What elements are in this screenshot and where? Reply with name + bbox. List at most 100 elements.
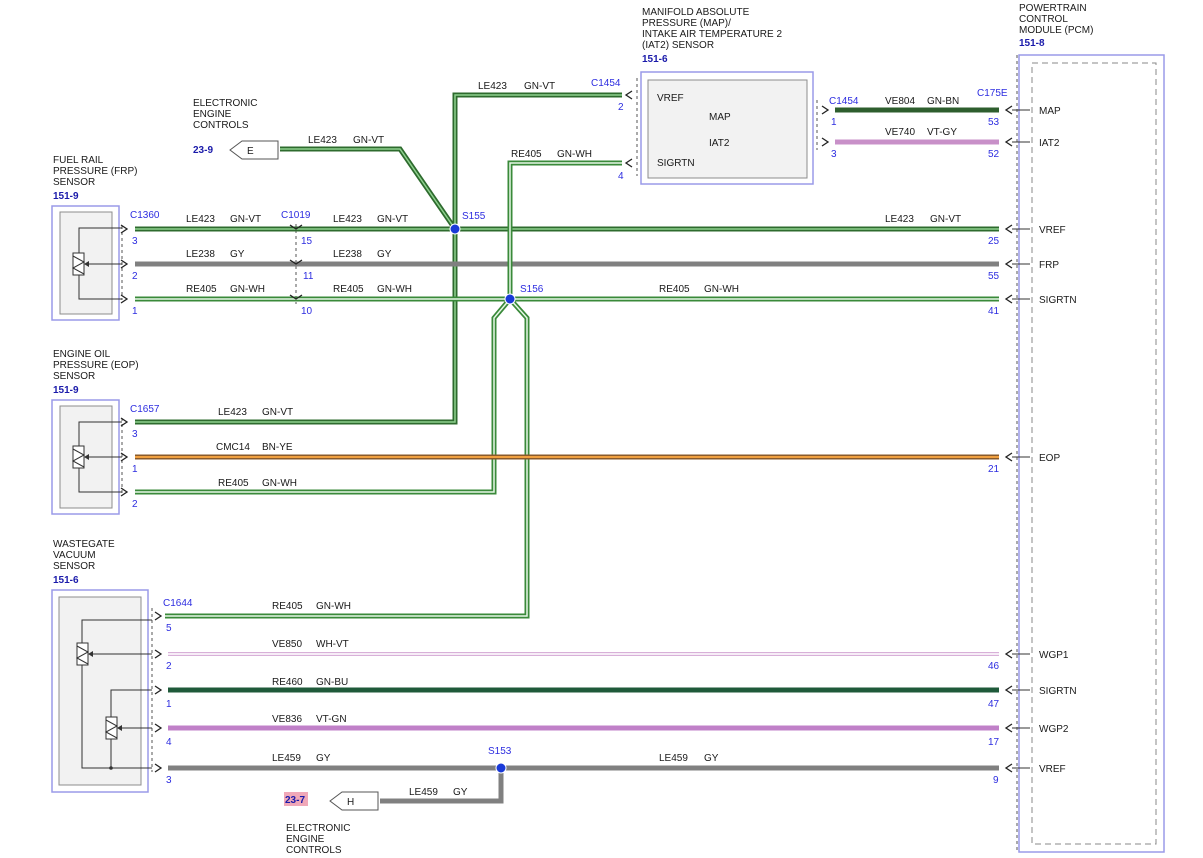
connector-c1657[interactable]: C1657 xyxy=(130,404,160,415)
wire-label: GY xyxy=(316,753,331,764)
wire-label: GN-WH xyxy=(377,284,412,295)
eec-top-title-2: ENGINE xyxy=(193,109,232,120)
wire-label: GN-VT xyxy=(377,214,408,225)
connector-c1360[interactable]: C1360 xyxy=(130,210,160,221)
wire-label: RE405 xyxy=(272,601,303,612)
pin-num: 11 xyxy=(303,271,314,282)
map-pin-sigrtn: SIGRTN xyxy=(657,158,695,169)
eec-top: ELECTRONIC ENGINE CONTROLS 23-9 E xyxy=(193,98,279,160)
splice-s155[interactable] xyxy=(449,223,461,235)
pin-num: 2 xyxy=(132,499,138,510)
wire-label: RE405 xyxy=(659,284,690,295)
wire-le423-map xyxy=(452,92,622,229)
wire-label: GN-VT xyxy=(524,81,555,92)
splice-s153[interactable] xyxy=(495,762,507,774)
wire-label: GN-BU xyxy=(316,677,348,688)
wire-label: LE459 xyxy=(409,787,438,798)
splice-s156[interactable] xyxy=(504,293,516,305)
wire-re405-map xyxy=(507,160,622,299)
wire-label: LE423 xyxy=(333,214,362,225)
pin-num: 1 xyxy=(831,117,837,128)
splice-s156-label: S156 xyxy=(520,284,544,295)
pcm-ref[interactable]: 151-8 xyxy=(1019,38,1045,49)
pin-num: 55 xyxy=(988,271,1000,282)
wire-label: LE459 xyxy=(659,753,688,764)
eop-title-2: PRESSURE (EOP) xyxy=(53,360,139,371)
wire-label: GN-WH xyxy=(316,601,351,612)
wire-label: GN-WH xyxy=(557,149,592,160)
wire-label: WH-VT xyxy=(316,639,349,650)
wire-label: GN-VT xyxy=(230,214,261,225)
wire-label: LE423 xyxy=(308,135,337,146)
wire-label: GY xyxy=(377,249,392,260)
pin-num: 3 xyxy=(132,236,138,247)
map-pin-vref: VREF xyxy=(657,93,684,104)
eec-bottom-title-2: ENGINE xyxy=(286,834,325,845)
map-title-3: INTAKE AIR TEMPERATURE 2 xyxy=(642,29,782,40)
pin-numbers: 2 4 1 3 53 52 25 55 41 21 46 47 17 9 3 2… xyxy=(132,102,1000,786)
wire-label: GN-VT xyxy=(930,214,961,225)
pin-num: 2 xyxy=(132,271,138,282)
pcm-pin: SIGRTN xyxy=(1039,686,1077,697)
pin-num: 21 xyxy=(988,464,1000,475)
pin-num: 3 xyxy=(831,149,837,160)
pin-num: 47 xyxy=(988,699,1000,710)
wire-label: RE460 xyxy=(272,677,303,688)
splice-s153-label: S153 xyxy=(488,746,512,757)
wire-label: GN-WH xyxy=(704,284,739,295)
pin-num: 15 xyxy=(301,236,313,247)
wire-label: GN-VT xyxy=(353,135,384,146)
wire-label: GN-WH xyxy=(230,284,265,295)
pcm-pin: FRP xyxy=(1039,260,1059,271)
pin-num: 3 xyxy=(166,775,172,786)
wire-label: LE459 xyxy=(272,753,301,764)
eec-top-connector: E xyxy=(247,146,254,157)
pcm-pin: MAP xyxy=(1039,106,1061,117)
pin-num: 4 xyxy=(166,737,172,748)
pin-num: 46 xyxy=(988,661,1000,672)
frp-ref[interactable]: 151-9 xyxy=(53,191,79,202)
wire-label: LE423 xyxy=(186,214,215,225)
pin-num: 53 xyxy=(988,117,1000,128)
wire-label: VE740 xyxy=(885,127,915,138)
connector-c175e[interactable]: C175E xyxy=(977,88,1008,99)
pin-num: 3 xyxy=(132,429,138,440)
eop-ref[interactable]: 151-9 xyxy=(53,385,79,396)
pin-num: 2 xyxy=(618,102,624,113)
wire-label: GN-VT xyxy=(262,407,293,418)
pcm-pin: SIGRTN xyxy=(1039,295,1077,306)
wire-label: RE405 xyxy=(218,478,249,489)
eop-title-1: ENGINE OIL xyxy=(53,349,111,360)
wire-label: GY xyxy=(453,787,468,798)
map-ref[interactable]: 151-6 xyxy=(642,54,668,65)
connector-c1454-left[interactable]: C1454 xyxy=(591,78,621,89)
eec-top-title-1: ELECTRONIC xyxy=(193,98,257,109)
pin-num: 5 xyxy=(166,623,172,634)
eec-top-ref[interactable]: 23-9 xyxy=(193,145,213,156)
wire-labels: LE423 GN-VT LE423 GN-VT RE405 GN-WH VE80… xyxy=(186,81,961,798)
wire-label: VT-GY xyxy=(927,127,957,138)
connector-c1019[interactable]: C1019 xyxy=(281,210,311,221)
wg-title-1: WASTEGATE xyxy=(53,539,115,550)
wg-ref[interactable]: 151-6 xyxy=(53,575,79,586)
wire-label: GY xyxy=(230,249,245,260)
eec-bottom-title-3: CONTROLS xyxy=(286,845,342,856)
wire-label: VE836 xyxy=(272,714,302,725)
pin-num: 9 xyxy=(993,775,999,786)
wire-label: LE238 xyxy=(186,249,215,260)
pin-num: 25 xyxy=(988,236,1000,247)
connector-c1454-right[interactable]: C1454 xyxy=(829,96,859,107)
wire-label: LE423 xyxy=(885,214,914,225)
pin-arrows xyxy=(120,90,1030,773)
wire-label: LE423 xyxy=(478,81,507,92)
pin-num: 17 xyxy=(988,737,1000,748)
wire-label: RE405 xyxy=(186,284,217,295)
map-sensor: MANIFOLD ABSOLUTE PRESSURE (MAP)/ INTAKE… xyxy=(636,7,818,185)
wire-label: RE405 xyxy=(511,149,542,160)
pin-num: 52 xyxy=(988,149,1000,160)
wire-label: RE405 xyxy=(333,284,364,295)
eec-bottom-ref[interactable]: 23-7 xyxy=(285,795,305,806)
connector-c1644[interactable]: C1644 xyxy=(163,598,193,609)
wire-label: LE238 xyxy=(333,249,362,260)
pcm-pin: EOP xyxy=(1039,453,1060,464)
